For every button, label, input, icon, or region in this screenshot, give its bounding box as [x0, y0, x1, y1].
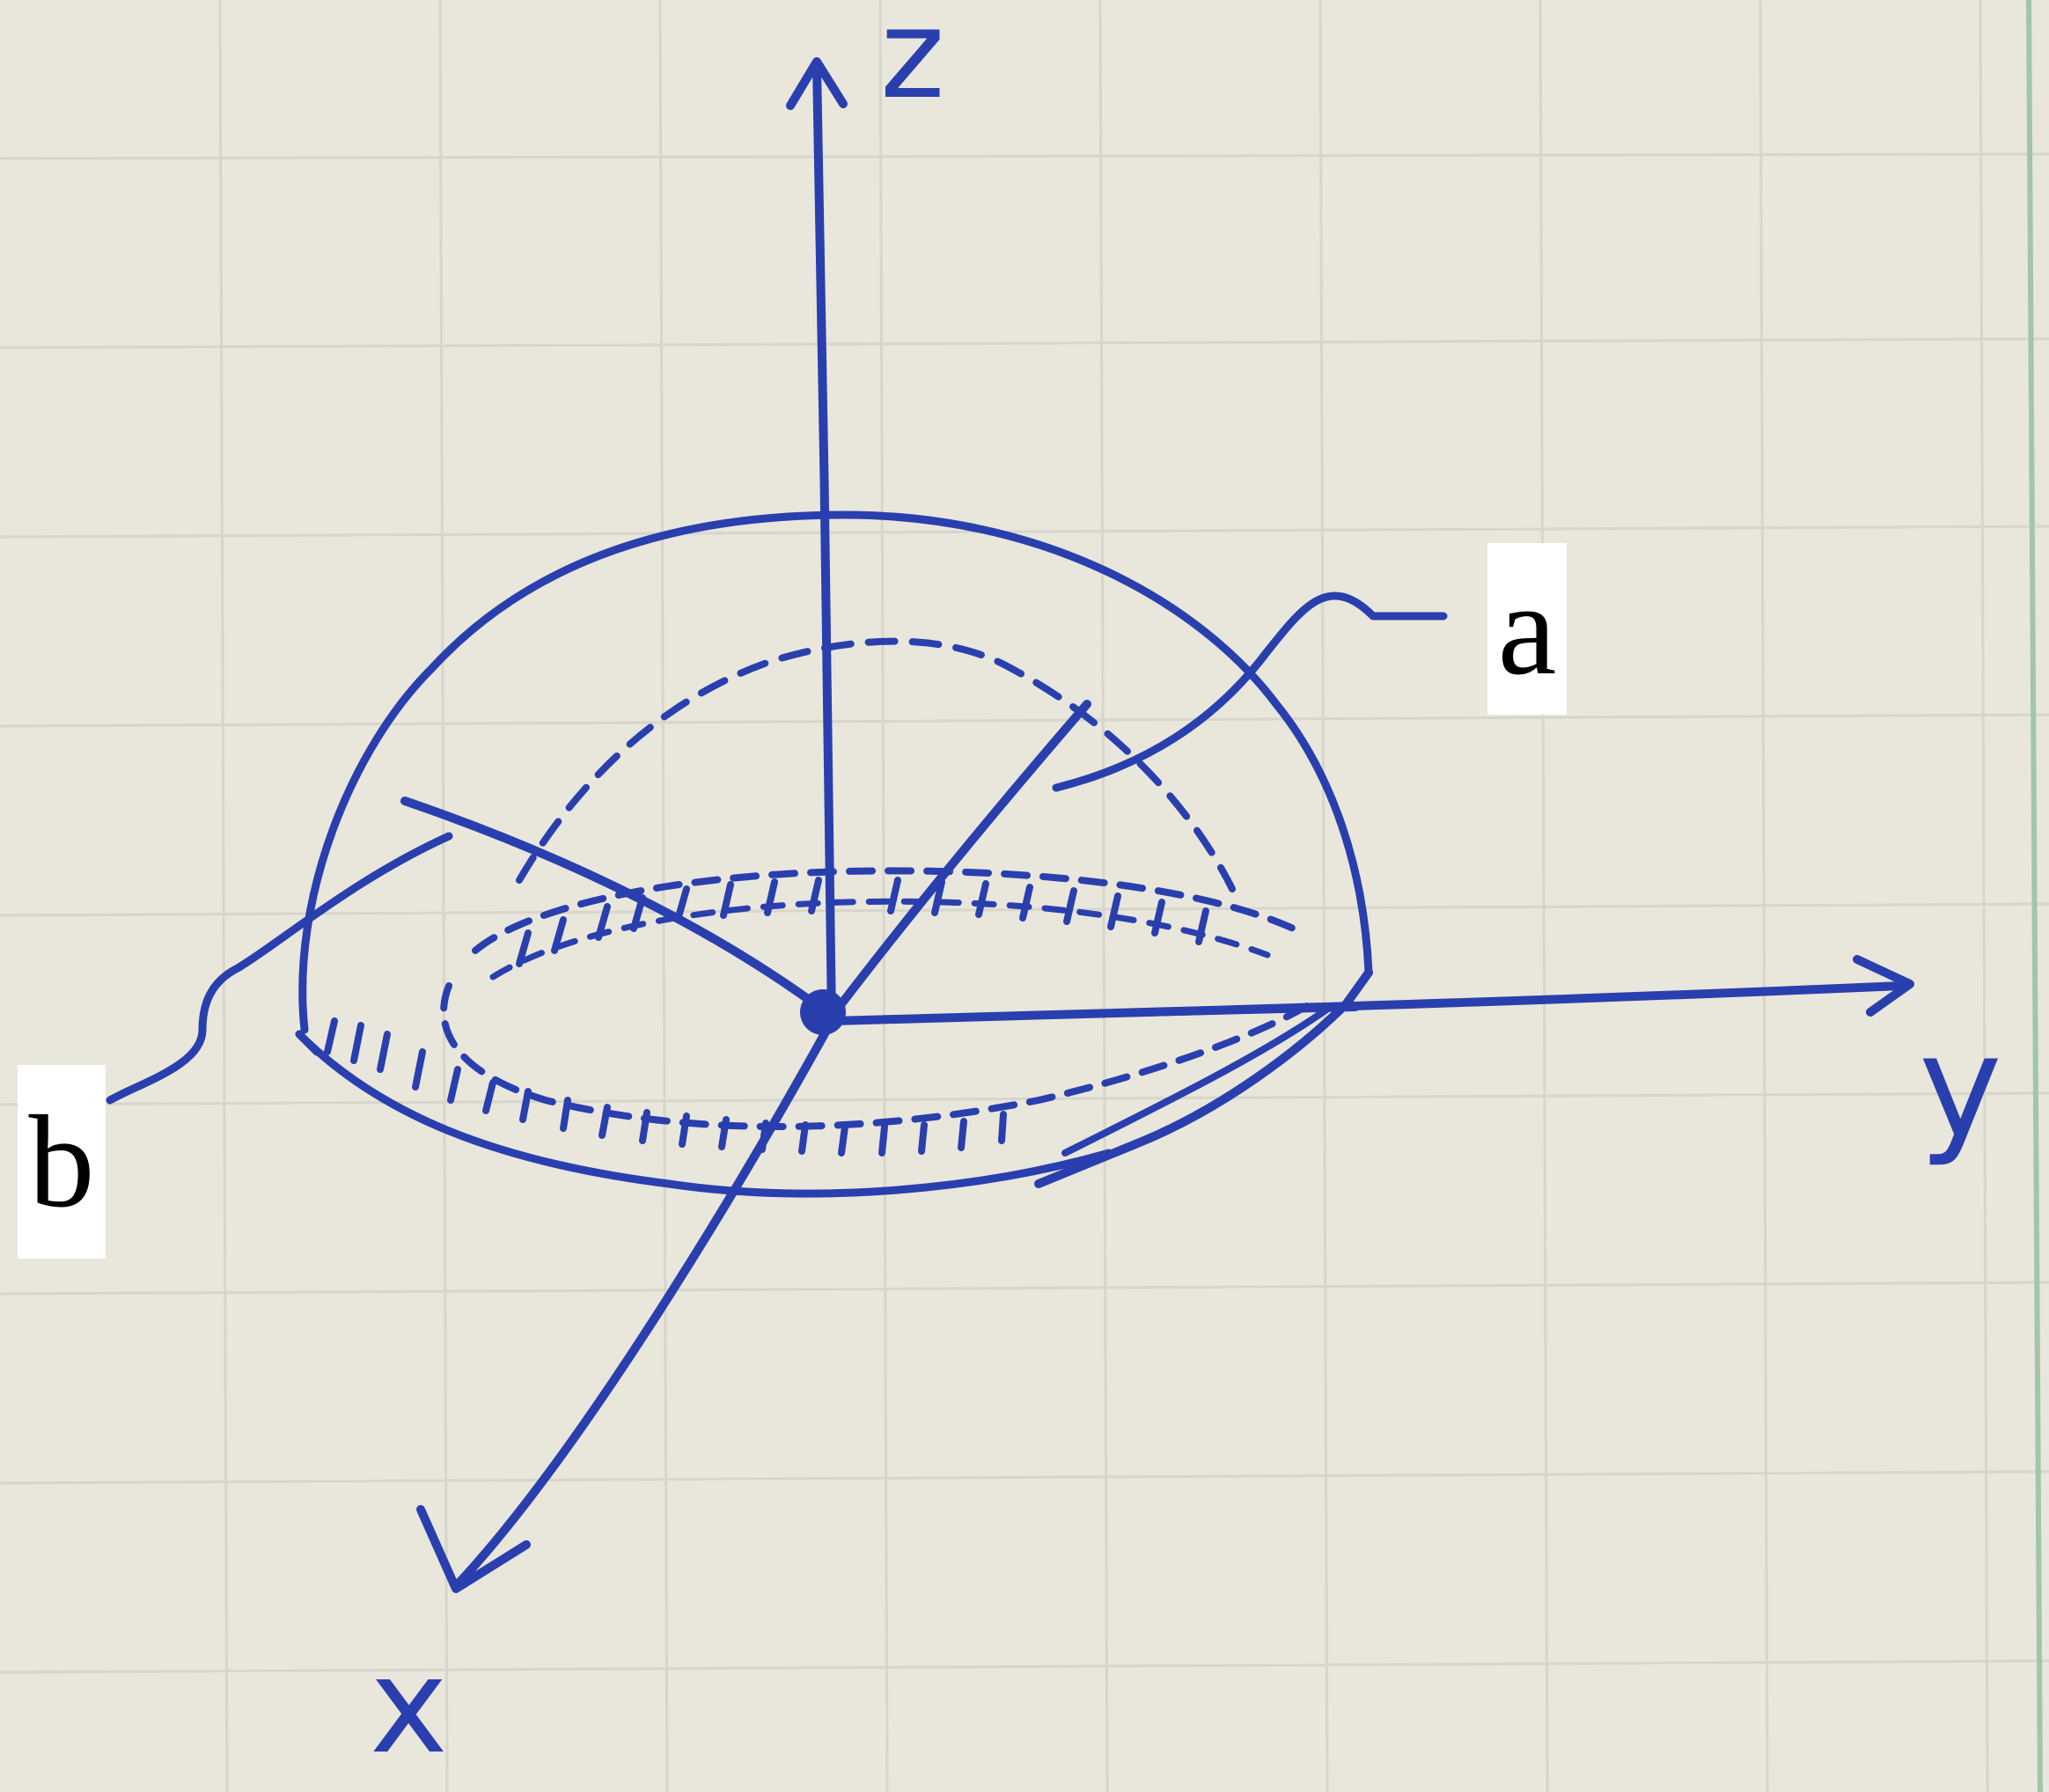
inner-rim-front	[440, 982, 1315, 1130]
y-axis-arrowhead	[1853, 955, 1914, 1017]
x-axis-arrowhead	[416, 1505, 531, 1593]
z-axis-line	[812, 62, 836, 1025]
label-b: b	[18, 1065, 106, 1259]
paper-margin-line	[2026, 0, 2043, 1792]
z-axis-arrowhead	[786, 57, 848, 110]
inner-rim-back	[472, 867, 1306, 954]
z-axis-label: z	[880, 0, 945, 127]
hemisphere-outline	[298, 510, 1373, 1034]
base-front-edge	[295, 1030, 1113, 1198]
right-wall-inner	[1061, 1004, 1333, 1157]
y-axis-label: y	[1919, 1004, 2002, 1169]
y-axis-line	[827, 981, 1906, 1025]
label-a: a	[1487, 543, 1567, 715]
label-b-leader	[106, 832, 453, 1105]
base-ring-hatching	[324, 877, 1209, 1157]
inner-hemisphere-outline	[516, 637, 1236, 892]
x-axis-label: x	[370, 1630, 448, 1783]
outer-radius-line	[400, 797, 836, 1021]
label-a-leader	[1052, 591, 1448, 792]
x-axis-line	[453, 1017, 836, 1589]
left-wall-edge	[295, 1030, 321, 1056]
inner-radius-line	[827, 700, 1091, 1021]
right-wall-edge	[1034, 968, 1373, 1188]
